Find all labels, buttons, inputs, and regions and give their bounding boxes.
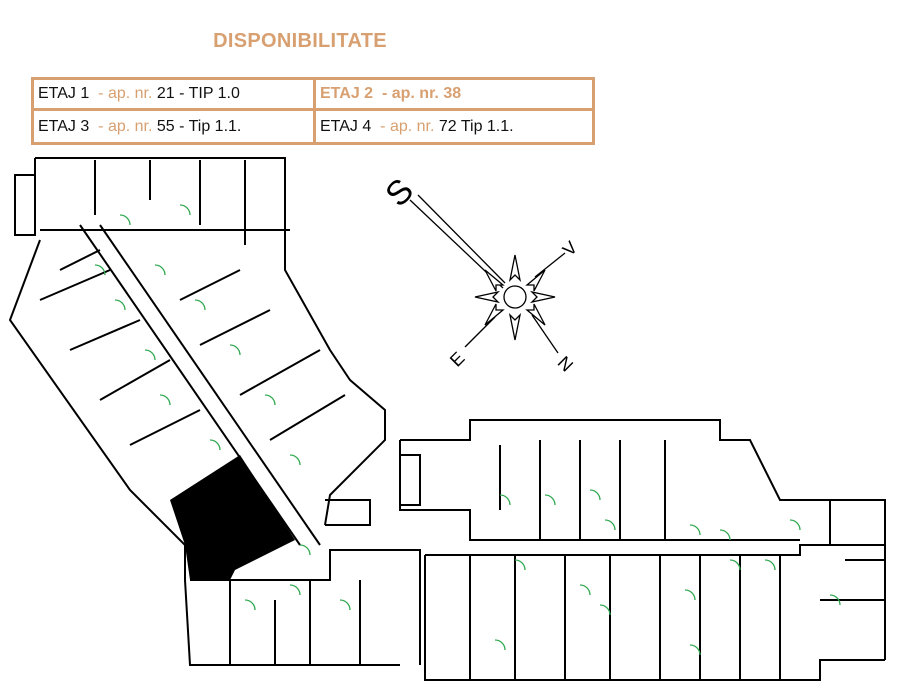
availability-row-floor-3[interactable]: ETAJ 3 - ap. nr. 55 - Tip 1.1. [34, 111, 316, 142]
door-arcs [94, 204, 841, 656]
floor-label: ETAJ 1 [38, 85, 90, 102]
left-wing-outline [35, 157, 386, 526]
availability-table: ETAJ 1 - ap. nr. 21 - TIP 1.0 ETAJ 2 - a… [31, 77, 595, 145]
apartment-number: 21 - TIP 1.0 [156, 85, 240, 102]
floor-label: ETAJ 4 [320, 117, 372, 135]
floor-label: ETAJ 3 [38, 117, 90, 135]
apartment-label: - ap. nr. [373, 85, 439, 102]
apartment-number: 72 Tip 1.1. [438, 117, 514, 135]
compass-rose: S V E N [378, 171, 581, 375]
page-title: DISPONIBILITATE [213, 30, 387, 52]
apartment-label: - ap. nr. [371, 117, 435, 135]
availability-row-floor-1[interactable]: ETAJ 1 - ap. nr. 21 - TIP 1.0 [34, 80, 316, 111]
apartment-label: - ap. nr. [89, 85, 153, 102]
stair-shaft [170, 455, 295, 580]
floor-plan [8, 157, 886, 681]
apartment-number: 55 - Tip 1.1. [156, 117, 242, 135]
apartment-label: - ap. nr. [89, 117, 153, 135]
availability-row-floor-4[interactable]: ETAJ 4 - ap. nr. 72 Tip 1.1. [316, 111, 592, 142]
floor-label: ETAJ 2 [320, 85, 374, 102]
availability-row-floor-2[interactable]: ETAJ 2 - ap. nr. 38 [316, 80, 592, 111]
apartment-number: 38 [443, 85, 462, 102]
